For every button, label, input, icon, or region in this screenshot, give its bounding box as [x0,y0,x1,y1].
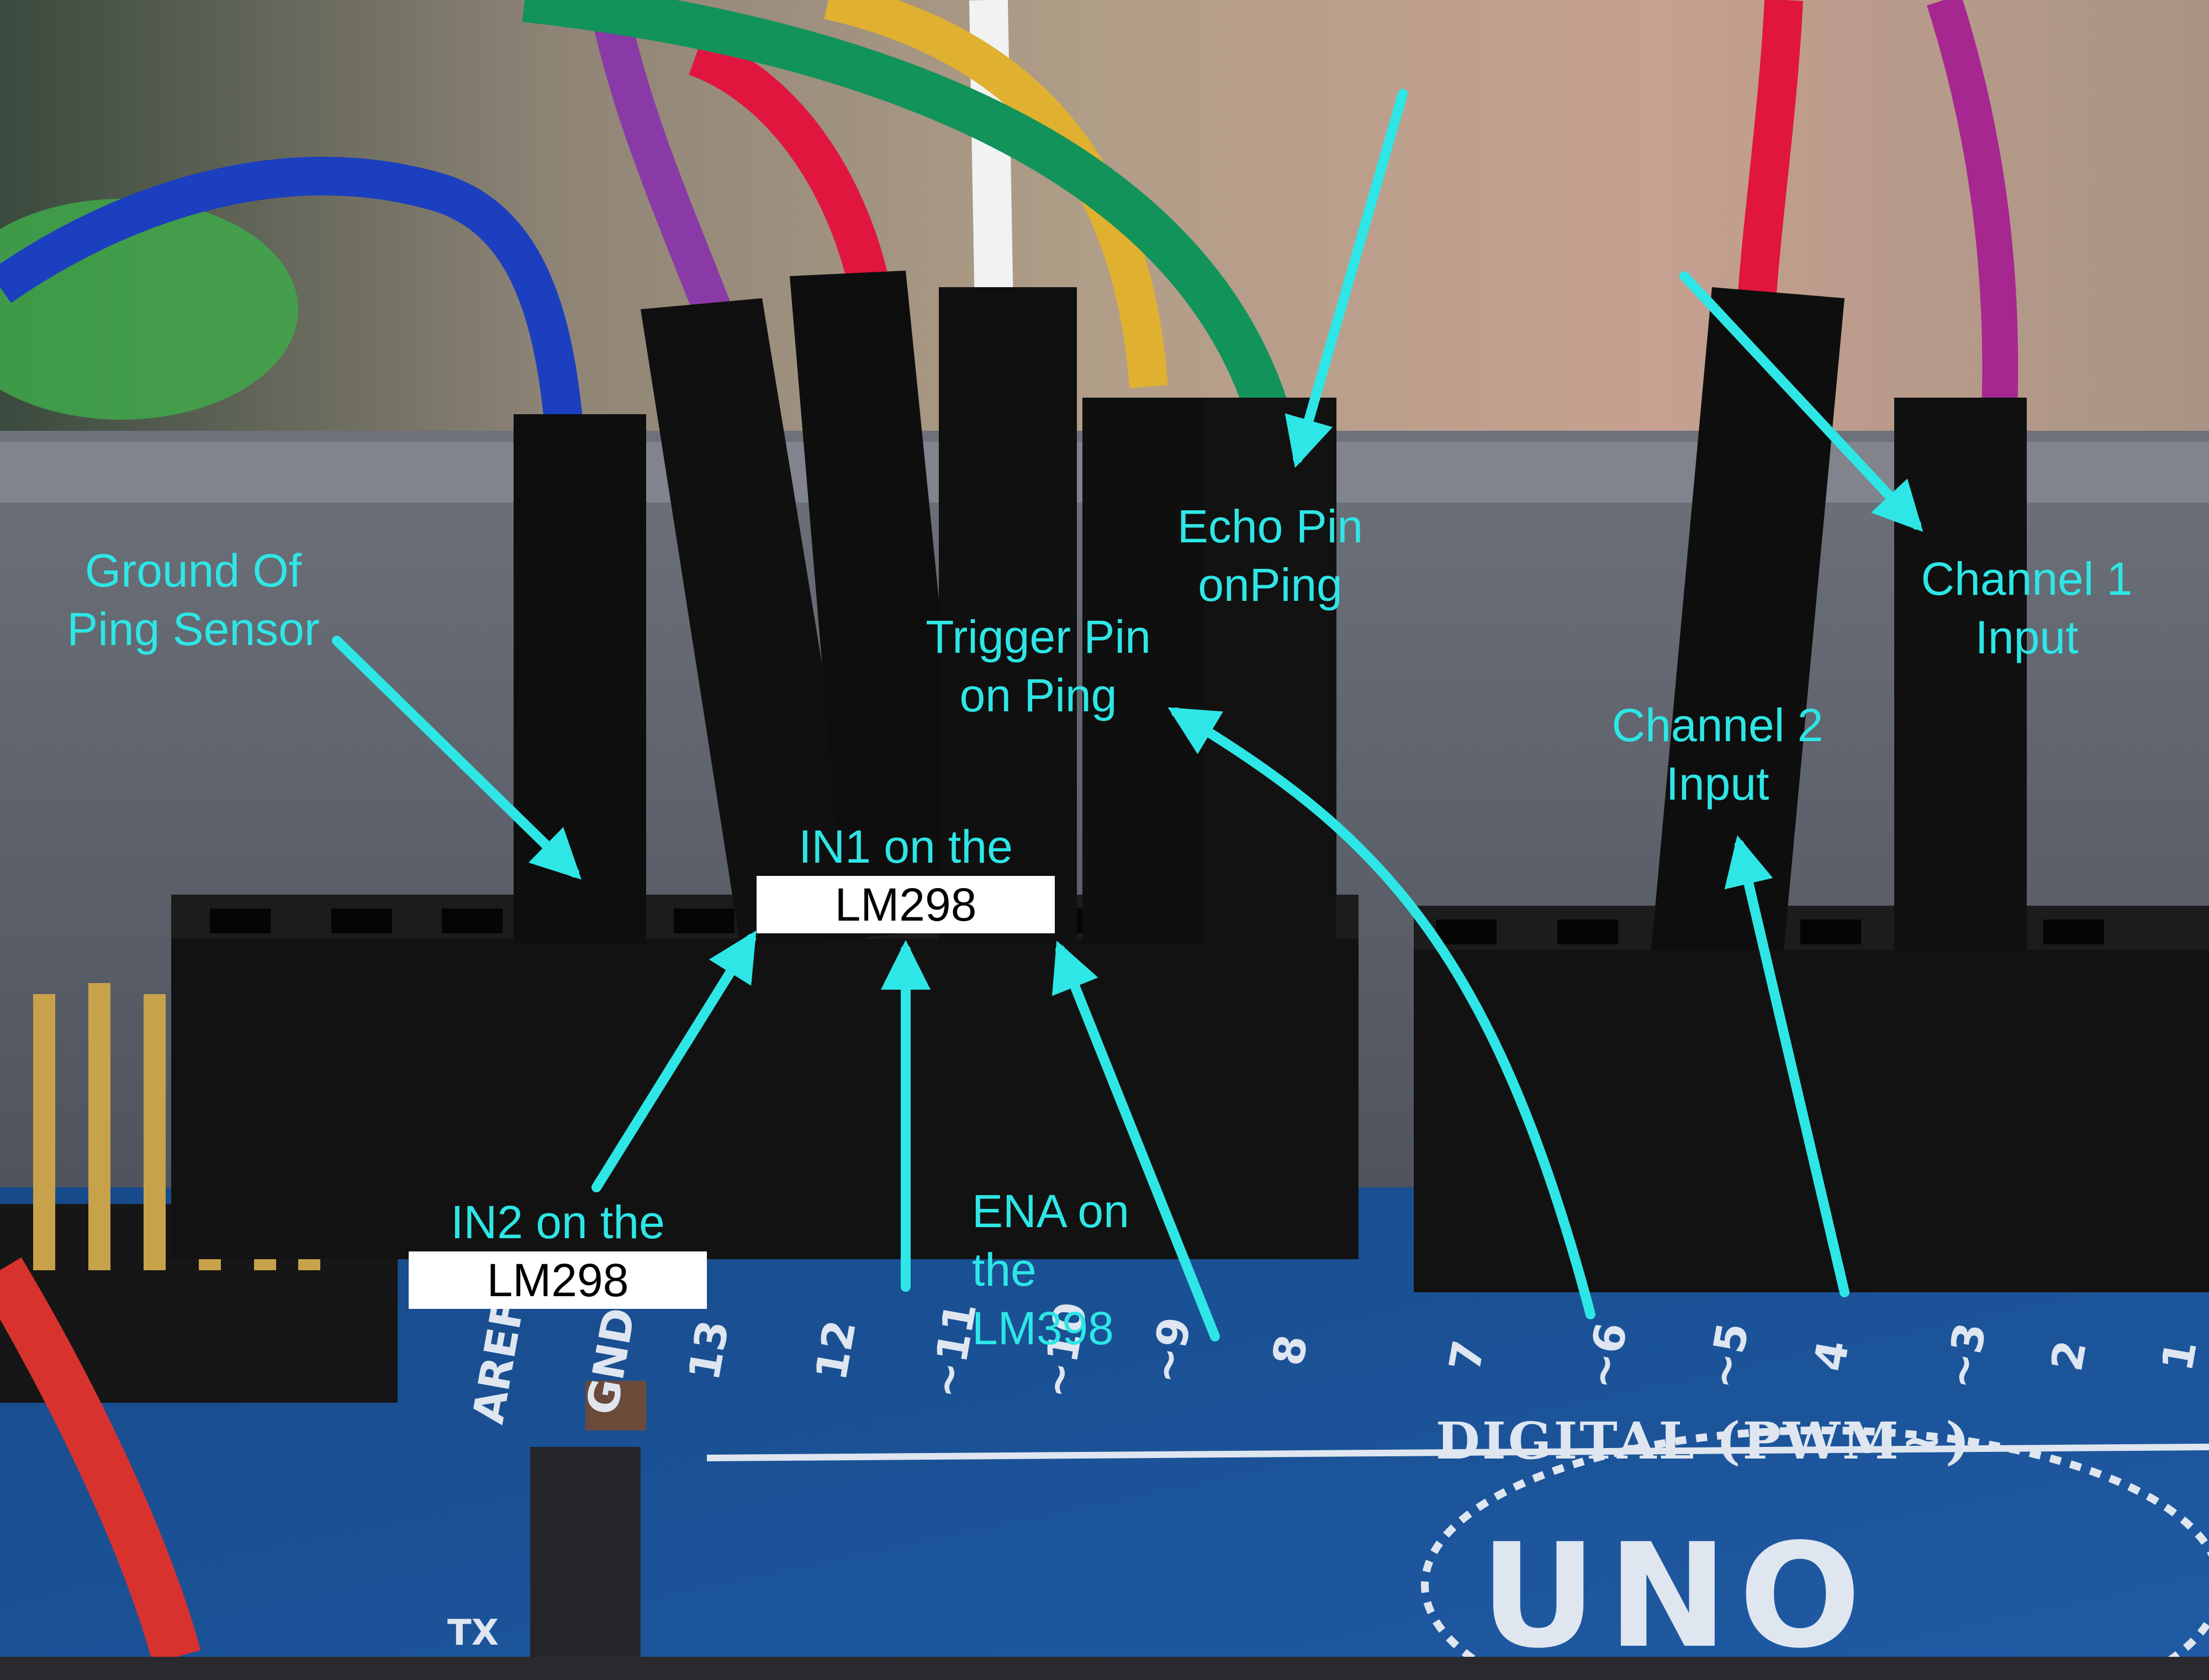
arrow-trigger [1167,707,1595,1319]
pin-label-13: 13 [679,1316,739,1385]
label-ground-of-ping-sensor: Ground Of Ping Sensor [44,541,342,658]
label-echo-line1: Echo Pin [1177,500,1364,552]
label-trigger-line2: on Ping [959,669,1117,721]
label-echo-line2: onPing [1198,559,1343,611]
wire-magenta-right [1927,0,2018,421]
label-channel-2-input: Channel 2 Input [1579,696,1856,813]
arrow-ground [332,636,582,880]
label-channel1-line2: Input [1975,611,2079,663]
arrow-in2 [591,930,757,1192]
wire-red [688,35,887,282]
label-echo-pin-on-ping: Echo Pin onPing [1149,497,1392,614]
annotation-arrows [332,89,1923,1341]
label-channel2-line2: Input [1666,758,1769,810]
jumper-connectors [514,271,2027,950]
board-led [585,1381,646,1430]
label-in1-chip-box: LM298 [757,876,1055,933]
arrow-channel1 [1679,271,1923,532]
pin-label-12: 12 [806,1316,866,1385]
arrow-ena [1051,941,1220,1341]
label-in2-on-the-lm298: IN2 on the LM298 [409,1193,707,1309]
label-in1-line1: IN1 on the [799,821,1013,873]
digital-pwm-header-text: DIGITAL (PWM~) [1436,1411,1972,1471]
wire-blue [0,156,583,422]
label-in2-line1: IN2 on the [451,1196,665,1248]
label-ena-line2: the [972,1244,1037,1296]
label-channel2-line1: Channel 2 [1611,699,1824,751]
label-ena-on-the-lm398: ENA on the LM398 [972,1182,1171,1357]
arrow-echo [1285,89,1408,468]
label-trigger-line1: Trigger Pin [926,611,1151,663]
board-silkscreen-line [706,1444,2209,1461]
label-channel1-line1: Channel 1 [1921,553,2133,605]
tx-label: TX [447,1613,499,1653]
label-trigger-pin-on-ping: Trigger Pin on Ping [884,607,1193,725]
board-chip [530,1447,641,1657]
board-logo-outline [1421,1427,2209,1657]
label-in2-chip-box: LM298 [409,1251,707,1309]
header-right [1414,906,2209,1292]
label-ground-line2: Ping Sensor [67,603,320,655]
header-left [171,895,1359,1259]
label-ena-line1: ENA on [972,1185,1129,1237]
wire-green [522,0,1292,426]
uno-logo-text: UNO [1480,1513,1872,1680]
label-ena-line3: LM398 [972,1302,1114,1354]
wire-yellow [824,0,1168,388]
wire-purple [588,0,731,316]
arrow-channel2 [1724,835,1849,1297]
wire-red-bottom [0,1257,201,1657]
label-channel-1-input: Channel 1 Input [1889,550,2165,667]
label-in1-on-the-lm298: IN1 on the LM298 [757,817,1055,933]
wire-red-right [1737,0,1803,311]
label-ground-line1: Ground Of [84,545,302,596]
